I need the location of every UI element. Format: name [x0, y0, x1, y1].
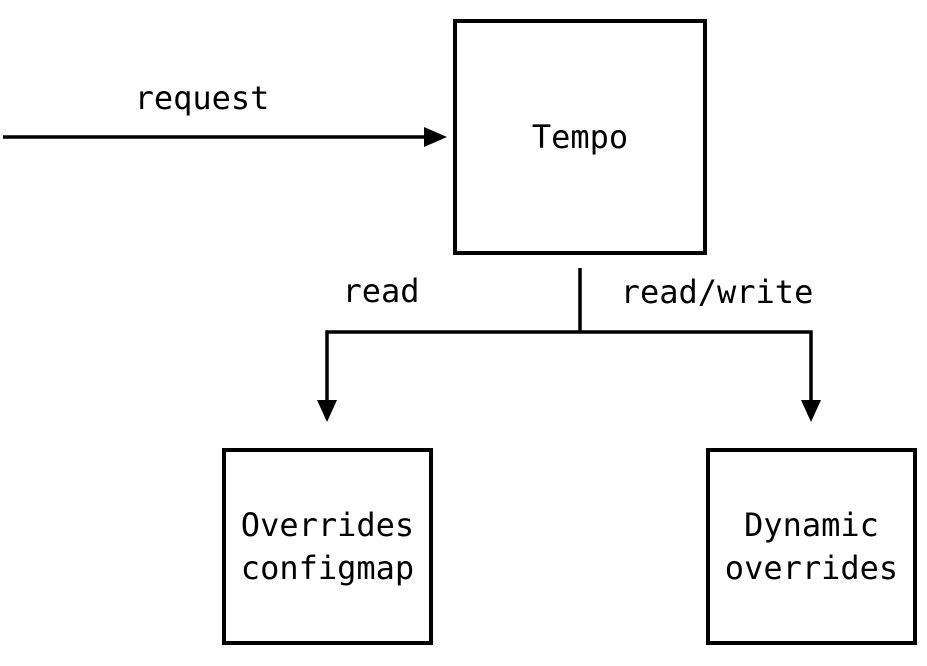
node-tempo-label: Tempo — [531, 117, 629, 156]
arrow-right-icon — [424, 127, 447, 147]
node-tempo: Tempo — [453, 19, 707, 255]
arrow-down-left-icon — [317, 400, 337, 422]
edge-request-label: request — [134, 79, 270, 117]
node-dynamic-overrides: Dynamic overrides — [706, 448, 917, 645]
node-dynamic-overrides-label: Dynamic overrides — [724, 505, 899, 587]
node-overrides-configmap-label: Overrides configmap — [240, 505, 415, 587]
edge-branch-line — [325, 330, 813, 401]
node-overrides-configmap: Overrides configmap — [222, 448, 433, 645]
edge-read-write-label: read/write — [620, 273, 814, 311]
arrow-down-right-icon — [801, 400, 821, 422]
edge-read-label: read — [342, 272, 420, 310]
